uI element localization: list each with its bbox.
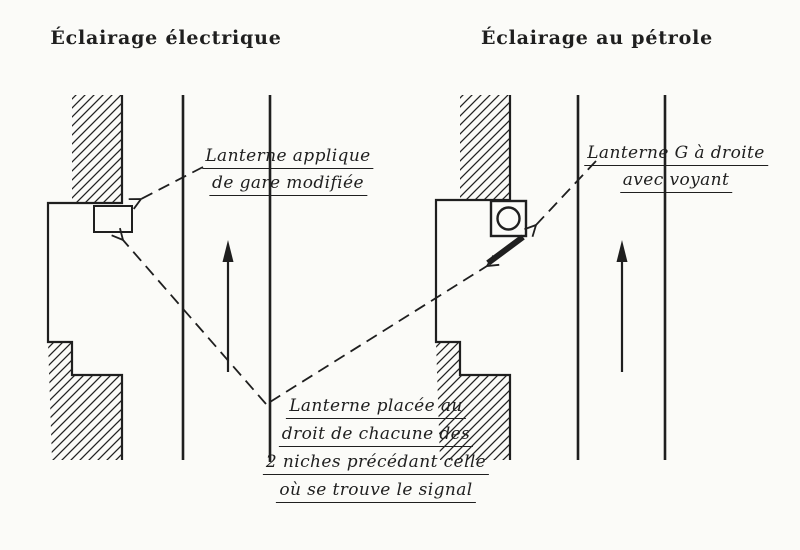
left-track-lines [181,95,272,462]
leader-left-label-to-lantern [141,166,204,199]
left-lantern-label-line2: de gare modifiée [209,173,367,197]
left-lantern-icon [93,205,133,233]
bottom-note-line3: 2 niches précédant celle [262,452,490,476]
bottom-note-line1: Lanterne placée au [286,396,466,420]
title-electric-lighting: Éclairage électrique [50,27,282,49]
left-lantern-label-line1: Lanterne applique [202,146,374,170]
right-lantern-label: Lanterne G à droite avec voyant [584,143,768,197]
title-petrol-lighting: Éclairage au pétrole [481,27,713,49]
right-lantern-label-line1: Lanterne G à droite [584,143,768,167]
left-wall-outline [46,95,124,460]
right-lantern-label-line2: avec voyant [619,170,733,194]
left-direction-arrow-icon [222,240,234,372]
right-wall-upper-hatch [460,95,510,200]
leader-lines [123,160,597,405]
right-track-lines [576,95,667,460]
right-wall-lower-hatch [436,342,510,460]
left-wall-lower-hatch [48,342,122,460]
left-lantern-label: Lanterne applique de gare modifiée [202,146,374,200]
right-lantern-icon [486,199,528,266]
left-tunnel-wall [46,95,124,460]
leader-right-label-to-lantern [536,160,597,225]
bottom-note-line4: où se trouve le signal [276,480,476,504]
leader-note-to-right-lantern [269,266,487,403]
bottom-note-label: Lanterne placée au droit de chacune des … [262,396,490,508]
right-direction-arrow-icon [616,240,628,372]
leader-note-to-left-lantern [123,240,267,405]
bottom-note-line2: droit de chacune des [278,424,474,448]
left-wall-upper-hatch [72,95,122,203]
